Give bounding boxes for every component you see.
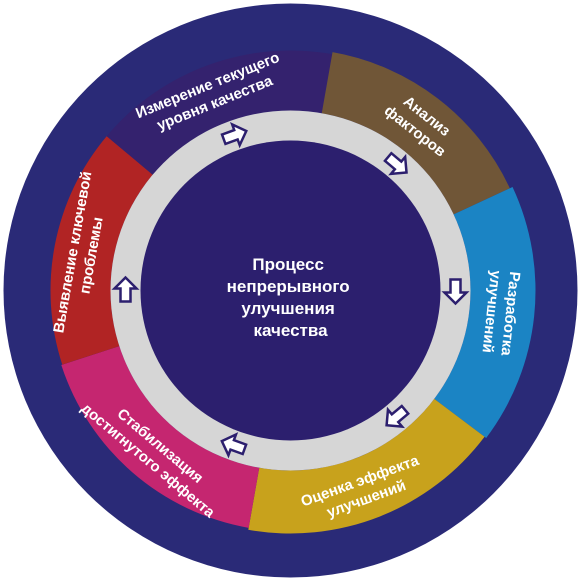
segment-stabilize	[61, 346, 260, 528]
flow-arrow-icon	[111, 275, 140, 303]
segment-develop	[434, 186, 536, 438]
flow-arrow-icon	[385, 404, 410, 429]
center-title: Процесс непрерывного улучшения качества	[227, 255, 355, 340]
flow-arrow-icon	[441, 278, 470, 306]
segment-measure	[106, 50, 333, 175]
center-circle	[140, 140, 441, 441]
flow-arrow-icon	[220, 122, 248, 149]
segment-identify	[50, 136, 153, 365]
flow-arrow-icon	[383, 151, 408, 176]
segment-evaluate	[248, 398, 485, 534]
segment-analysis	[321, 52, 510, 215]
flow-arrow-icon	[220, 432, 248, 459]
